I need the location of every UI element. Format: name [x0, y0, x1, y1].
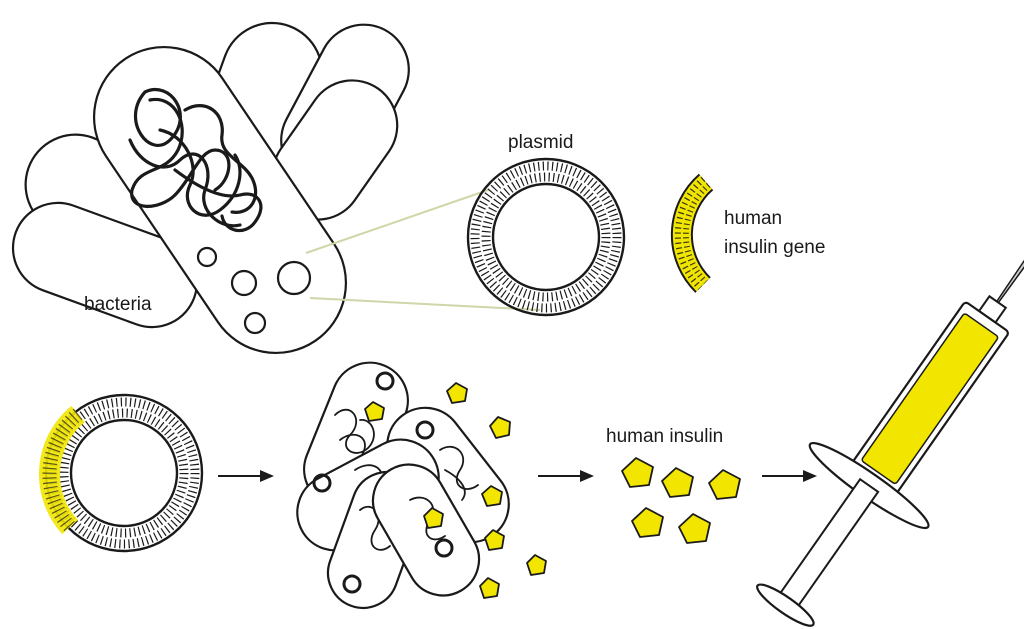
insulin-gene-icon	[670, 173, 714, 293]
plasmid-highlighted	[276, 260, 312, 296]
insulin-pentagon-icon	[708, 469, 741, 500]
insulin-pentagon-icon	[481, 485, 503, 507]
main-bacterium	[92, 45, 348, 355]
small-plasmid	[196, 246, 218, 268]
plunger	[778, 477, 880, 608]
insulin-pentagon-icon	[631, 507, 664, 538]
recombinant-plasmid-icon	[39, 393, 204, 553]
insulin-pentagon-icon	[489, 416, 511, 439]
insulin-pentagon-icon	[364, 401, 385, 422]
insulin-molecules-small	[364, 382, 547, 599]
insulin-pentagon-icon	[661, 467, 694, 498]
insulin-pentagon-icon	[479, 577, 500, 599]
producing-bacterium	[371, 463, 481, 597]
insulin-pentagon-icon	[526, 554, 547, 576]
bacterial-chromosome-icon	[128, 88, 263, 233]
insulin-liquid	[861, 313, 999, 485]
insulin-pentagon-icon	[678, 513, 711, 544]
insulin-pentagon-icon	[621, 457, 654, 488]
bacteria-label: bacteria	[84, 294, 152, 315]
arrow-right-icon	[762, 470, 817, 482]
arrow-right-icon	[218, 470, 274, 482]
gene-label-line2: insulin gene	[724, 237, 826, 258]
human-insulin-label: human insulin	[606, 426, 724, 447]
insulin-pentagon-icon	[446, 382, 468, 404]
needle	[995, 208, 1024, 304]
small-plasmid	[230, 269, 258, 297]
zoom-lines	[305, 189, 541, 311]
plunger-cap	[756, 583, 815, 627]
insulin-molecules-large	[621, 457, 741, 544]
insulin-pentagon-icon	[484, 529, 505, 551]
gene-label-line1: human	[724, 208, 783, 229]
plasmid-icon	[466, 157, 626, 317]
small-plasmid	[243, 311, 267, 335]
background-bacterium	[11, 201, 199, 329]
arrow-right-icon	[538, 470, 594, 482]
insulin-pentagon-icon	[423, 507, 444, 529]
producing-bacteria	[296, 361, 510, 609]
plasmid-label: plasmid	[508, 132, 574, 153]
syringe-icon	[756, 208, 1024, 627]
